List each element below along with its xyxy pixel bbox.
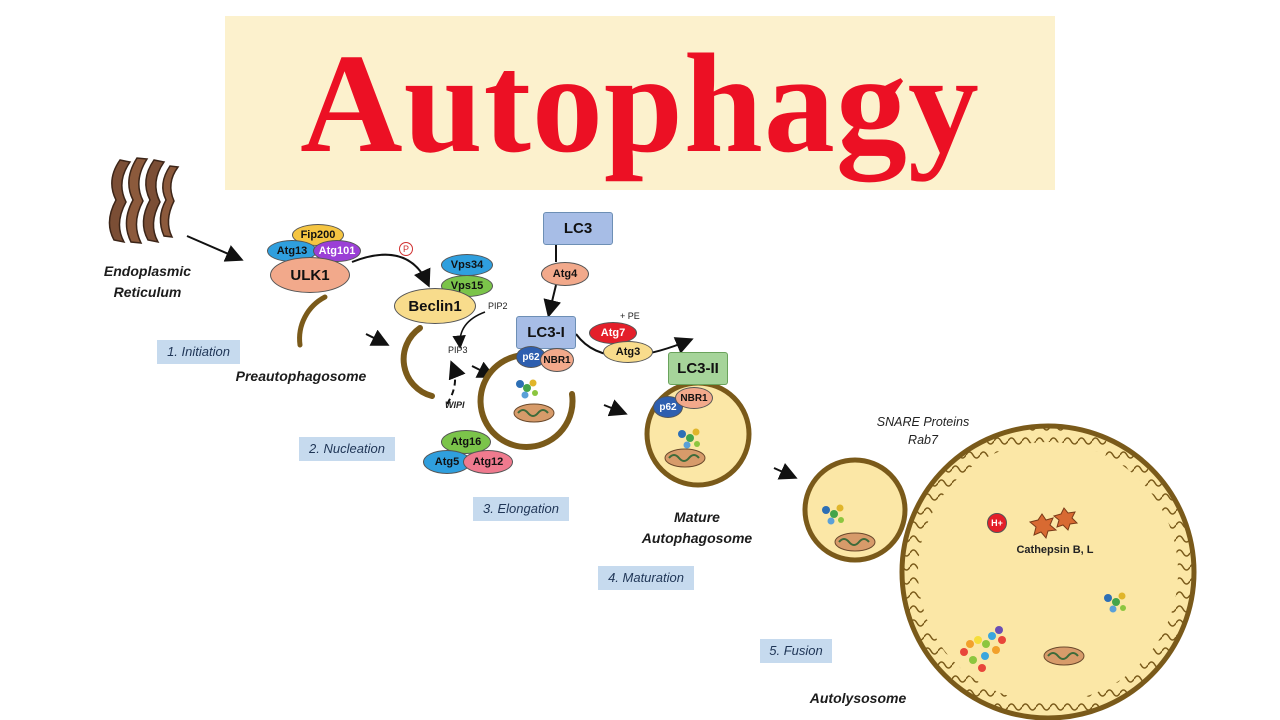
mitochondrion-icon [664, 448, 706, 468]
beclin1-protein: Beclin1 [394, 288, 476, 324]
step-fusion: 5. Fusion [760, 639, 832, 663]
nbr1-protein: NBR1 [675, 387, 713, 409]
er-icon [108, 157, 180, 244]
step-nucleation: 2. Nucleation [299, 437, 395, 461]
pip2-label: PIP2 [488, 301, 508, 311]
title-banner: Autophagy [225, 16, 1055, 190]
step-initiation: 1. Initiation [157, 340, 240, 364]
cathepsin-star-icon [1052, 507, 1079, 531]
er-label: Endoplasmic Reticulum [103, 263, 192, 300]
mature-autophagosome-label: Mature Autophagosome [641, 509, 753, 546]
ulk1-protein: ULK1 [270, 257, 350, 293]
protein-aggregate-icon [678, 428, 700, 449]
atg4-protein: Atg4 [541, 262, 589, 286]
step-elongation: 3. Elongation [473, 497, 569, 521]
lc3i-box: LC3-I [516, 316, 576, 349]
pip3-label: PIP3 [448, 345, 468, 355]
atg12-protein: Atg12 [463, 450, 513, 474]
cathepsin-label: Cathepsin B, L [1016, 544, 1094, 556]
arrow-atg4-to-lc3i [543, 284, 562, 318]
pe-label: + PE [620, 311, 640, 321]
fusing-autophagosome [802, 457, 908, 563]
step-maturation: 4. Maturation [598, 566, 694, 590]
mitochondrion-icon [1043, 646, 1085, 666]
autolysosome-label: Autolysosome [809, 690, 907, 706]
lysosome-lumen [919, 443, 1177, 701]
vps34-protein: Vps34 [441, 254, 493, 276]
phosphate-icon: P [399, 242, 413, 256]
arrow-elongation-maturation [603, 399, 628, 417]
arrow-maturation-fusion [773, 463, 798, 480]
polypeptide-chain-icon [960, 626, 1006, 672]
atg101-protein: Atg101 [313, 240, 361, 262]
nucleation-membrane [400, 325, 435, 399]
preautophagosome-membrane [297, 294, 328, 348]
cathepsin-star-icon [1028, 513, 1058, 540]
snare-rab7-label: SNARE Proteins Rab7 [876, 415, 970, 447]
protein-aggregate-icon [822, 504, 844, 525]
lysosome-inner-folds [904, 428, 1192, 716]
protein-aggregate-icon [1104, 592, 1126, 613]
proton-icon: H+ [987, 513, 1007, 533]
lc3ii-box: LC3-II [668, 352, 728, 385]
page-title: Autophagy [300, 24, 980, 182]
mitochondrion-icon [513, 403, 555, 423]
preautophagosome-label: Preautophagosome [235, 368, 367, 384]
arrow-initiation-nucleation [365, 329, 390, 346]
arrow-ulk1-to-beclin1 [351, 253, 431, 288]
arrow-er-to-ulk1 [186, 235, 244, 262]
arrow-wipi [446, 360, 466, 405]
nbr1-protein: NBR1 [540, 348, 574, 372]
lc3-box: LC3 [543, 212, 613, 245]
elongation-membrane [477, 351, 576, 450]
atg3-protein: Atg3 [603, 341, 653, 363]
protein-aggregate-icon [516, 379, 538, 399]
mitochondrion-icon [834, 532, 876, 552]
arrow-pip2-pip3 [452, 311, 486, 349]
wipi-label: WIPI [445, 400, 465, 410]
